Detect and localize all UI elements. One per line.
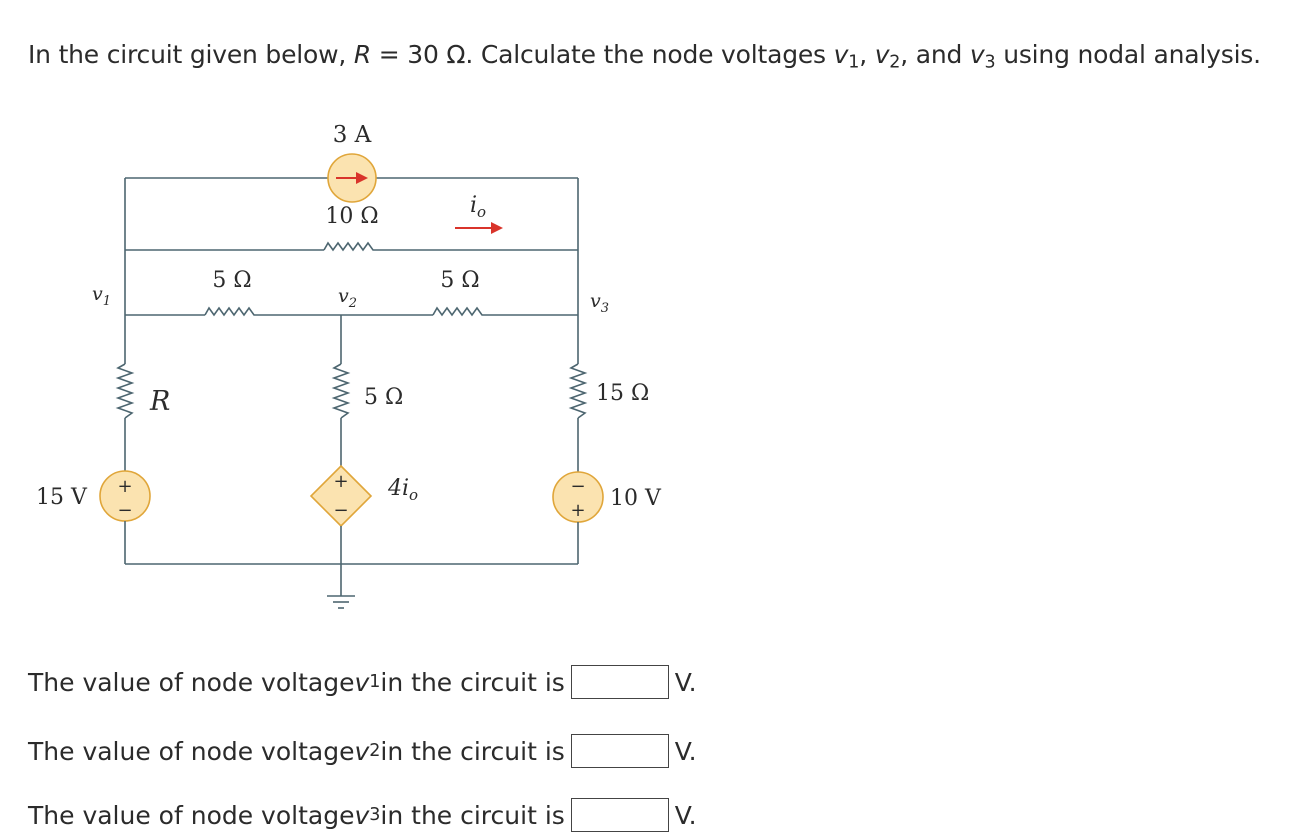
source-10v-minus: − xyxy=(570,476,585,497)
v3-subscript: 3 xyxy=(984,52,996,73)
io-subscript: o xyxy=(477,203,486,221)
resistor-5-ohm-middle xyxy=(331,363,351,419)
dep-source-label: 4io xyxy=(387,476,418,504)
dep-source-plus: + xyxy=(333,471,348,492)
current-source-arrow xyxy=(336,172,368,184)
dep-source-minus: − xyxy=(333,500,348,521)
source-15v-minus: − xyxy=(117,500,132,521)
resistor-5-ohm-right-label: 5 Ω xyxy=(440,268,479,293)
resistor-10-ohm xyxy=(323,241,377,252)
resistor-5-ohm-left xyxy=(204,306,258,317)
middle-branch: + − 5 Ω 4io xyxy=(309,315,418,609)
resistor-15-ohm xyxy=(568,363,588,419)
resistor-5-ohm-left-label: 5 Ω xyxy=(212,268,251,293)
answer-input-v1[interactable] xyxy=(570,665,669,699)
question-v3-suffix: in the circuit is xyxy=(380,800,565,830)
problem-text-3: using nodal analysis. xyxy=(995,40,1261,69)
left-branch: + − R 15 V xyxy=(36,178,170,564)
answer-input-v3[interactable] xyxy=(570,798,669,832)
answer-input-v2[interactable] xyxy=(570,734,669,768)
resistor-r xyxy=(115,363,135,419)
node-branch: 5 Ω 5 Ω v1 v2 v3 xyxy=(92,268,609,317)
resistor-15-ohm-label: 15 Ω xyxy=(596,381,649,406)
problem-sep-1: , xyxy=(859,40,875,69)
question-v1-prefix: The value of node voltage xyxy=(28,667,355,697)
v1-symbol: v xyxy=(833,40,849,69)
question-v3-sub: 3 xyxy=(369,805,381,825)
ground-symbol xyxy=(327,595,355,609)
r-symbol: R xyxy=(353,40,372,69)
v2-symbol: v xyxy=(874,40,890,69)
question-v1-suffix: in the circuit is xyxy=(380,667,565,697)
unit-v1: V. xyxy=(674,667,697,697)
question-v2-suffix: in the circuit is xyxy=(380,736,565,766)
v1-subscript: 1 xyxy=(848,52,860,73)
question-v3-var: v xyxy=(354,800,370,830)
problem-text-2: = 30 Ω. Calculate the node voltages xyxy=(371,40,834,69)
resistor-5-ohm-right xyxy=(432,306,486,317)
second-branch: 10 Ω io xyxy=(125,193,578,252)
io-label: io xyxy=(470,193,486,221)
question-v1-var: v xyxy=(354,667,370,697)
question-v3-prefix: The value of node voltage xyxy=(28,800,355,830)
source-15v-label: 15 V xyxy=(36,485,88,510)
question-v2-sub: 2 xyxy=(369,741,381,761)
top-branch: 3 A xyxy=(125,122,578,203)
node-v1-label: v1 xyxy=(92,283,111,309)
resistor-10-ohm-label: 10 Ω xyxy=(325,204,378,229)
v3-symbol: v xyxy=(969,40,985,69)
resistor-r-label: R xyxy=(149,386,170,417)
problem-text-1: In the circuit given below, xyxy=(28,40,354,69)
problem-statement: In the circuit given below, R = 30 Ω. Ca… xyxy=(28,40,1261,72)
v2-subscript: 2 xyxy=(889,52,901,73)
io-arrow xyxy=(455,222,503,234)
question-v2-prefix: The value of node voltage xyxy=(28,736,355,766)
io-letter: i xyxy=(470,193,477,218)
resistor-5-ohm-middle-label: 5 Ω xyxy=(364,385,403,410)
unit-v2: V. xyxy=(674,736,697,766)
current-source-label: 3 A xyxy=(333,122,372,148)
node-v2-label: v2 xyxy=(338,285,357,311)
problem-sep-2: , and xyxy=(900,40,970,69)
source-15v-plus: + xyxy=(117,476,132,497)
source-10v-label: 10 V xyxy=(610,486,662,511)
unit-v3: V. xyxy=(674,800,697,830)
right-branch: − + 15 Ω 10 V xyxy=(552,178,662,564)
question-v2-var: v xyxy=(354,736,370,766)
node-v3-label: v3 xyxy=(590,290,609,316)
source-10v-plus: + xyxy=(570,500,585,521)
question-v1-sub: 1 xyxy=(369,672,381,692)
